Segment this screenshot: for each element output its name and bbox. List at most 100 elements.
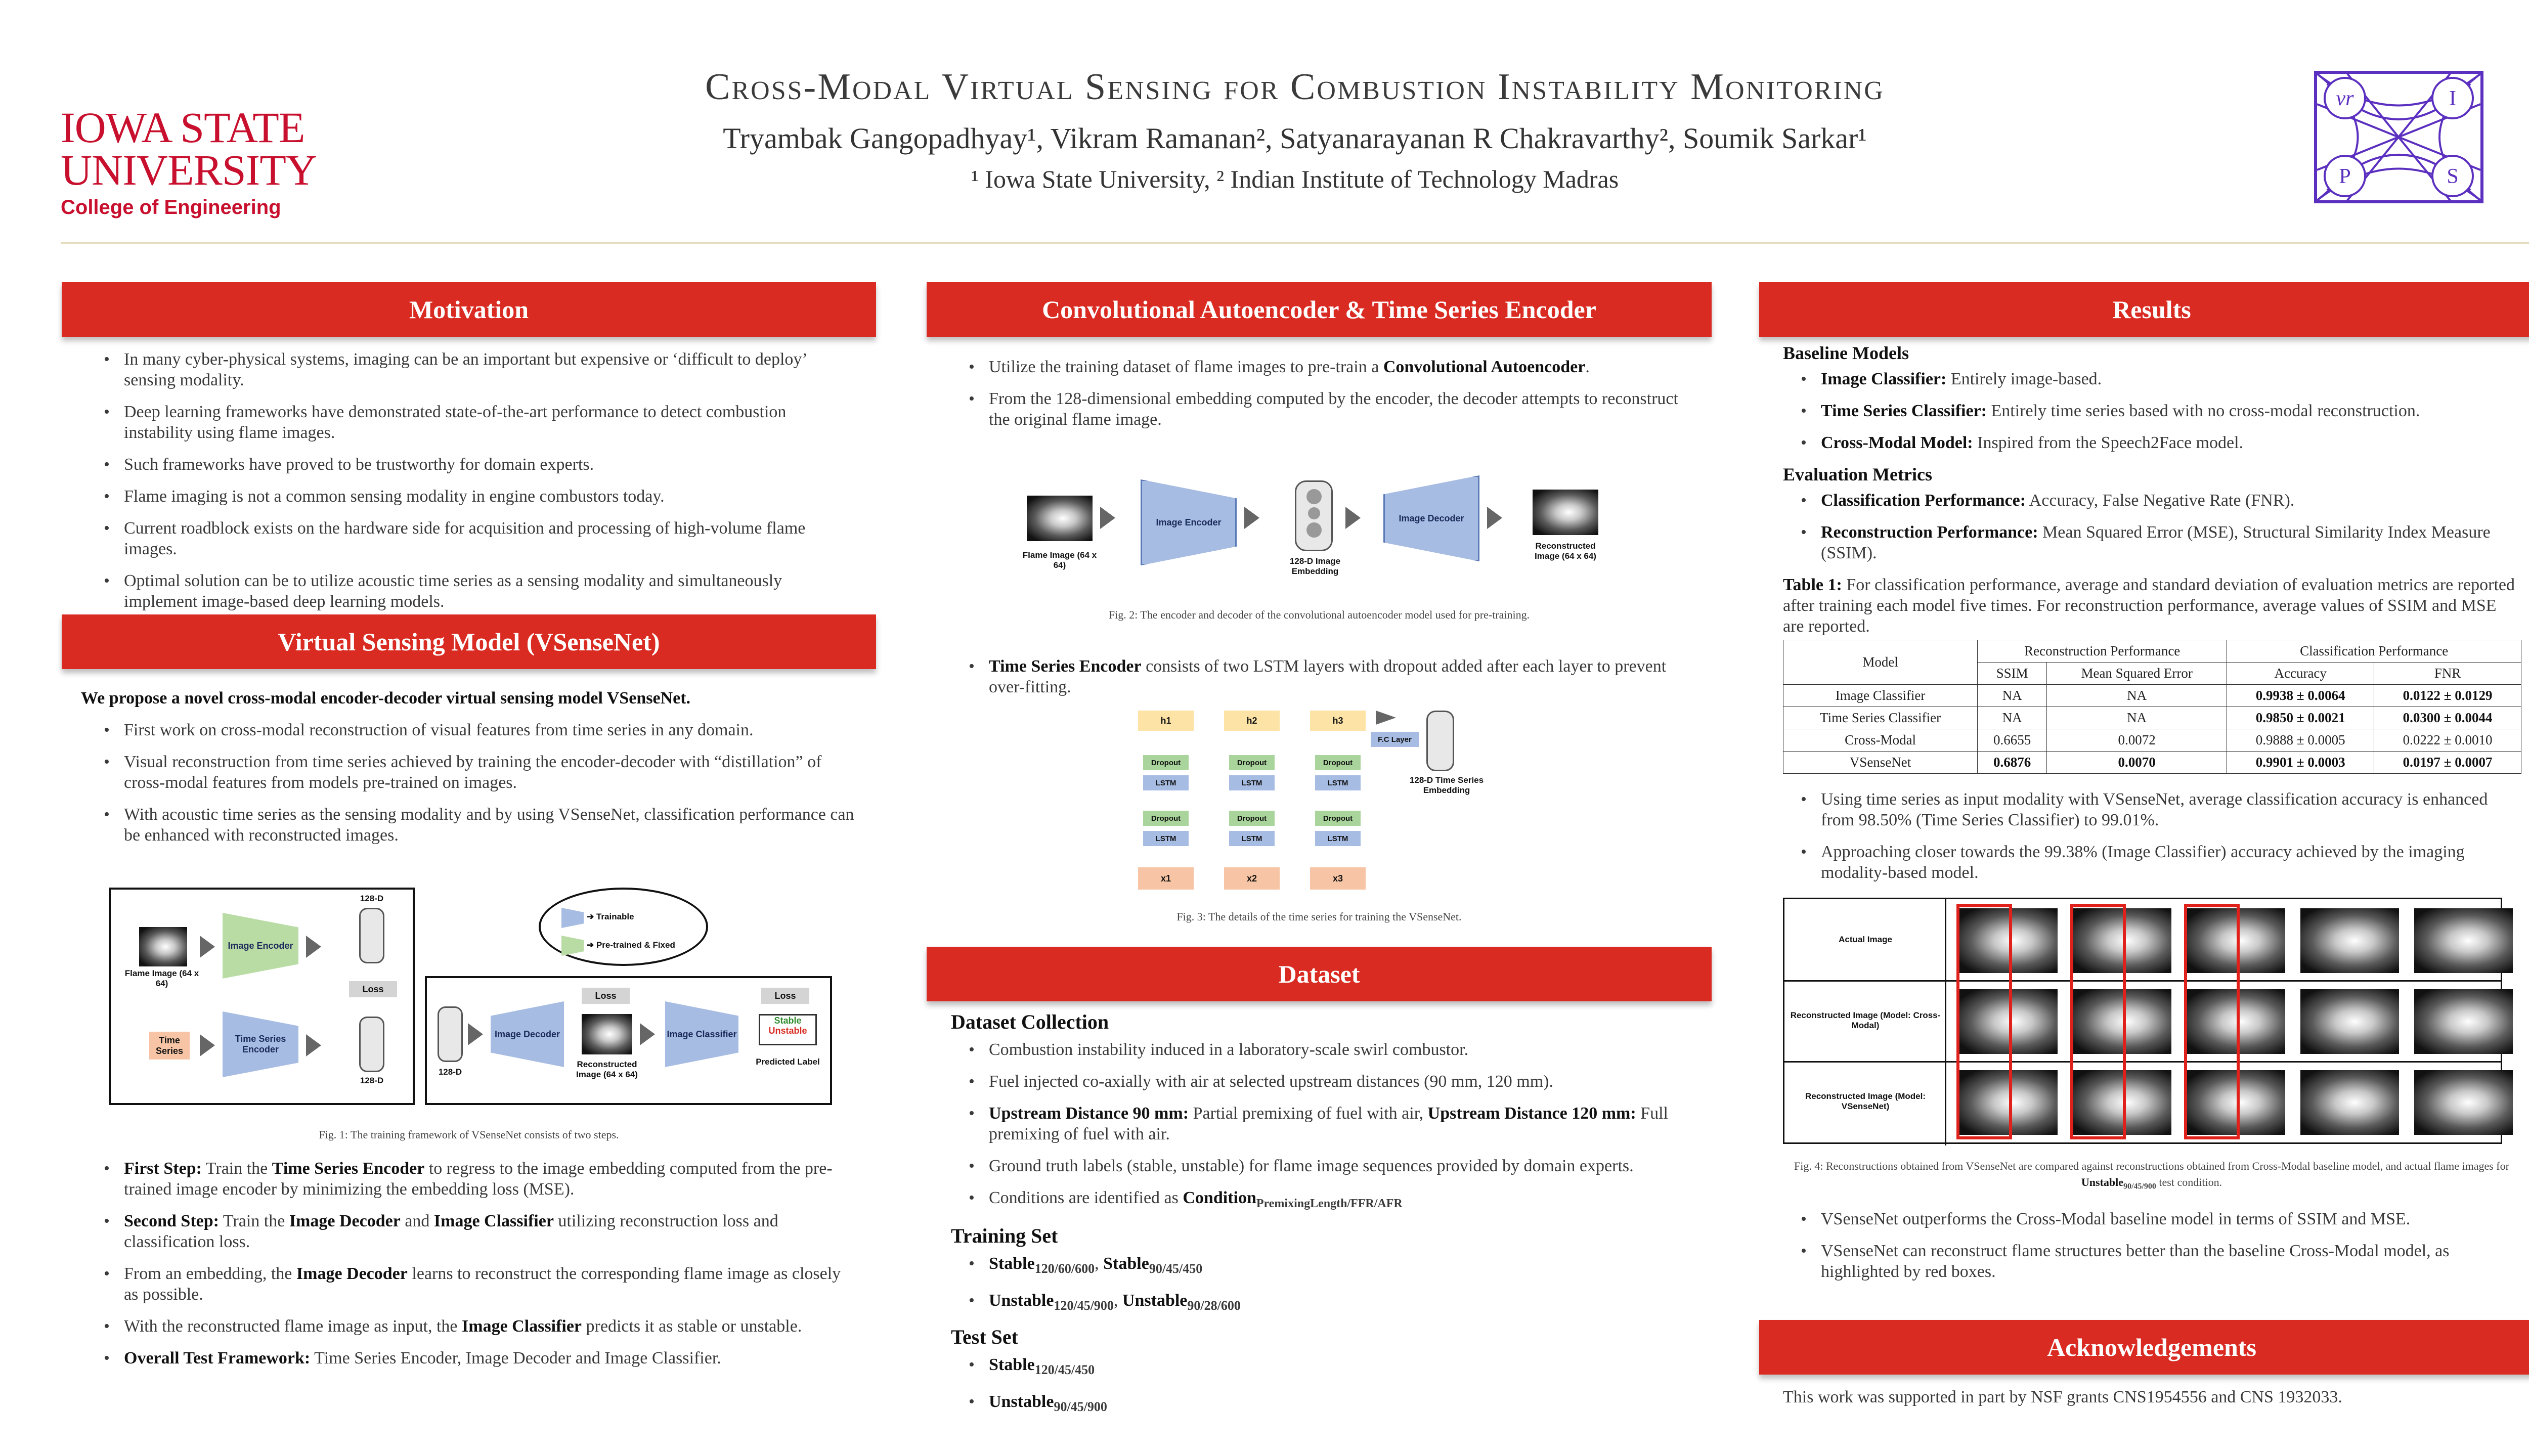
fig2-reconstructed-label: Reconstructed Image (64 x 64) [1535,541,1596,561]
fig4-highlight-box [1956,904,2012,1139]
test-label: Unstable [989,1392,1054,1411]
fig1-embedding-top [359,908,384,963]
fig4-flame-thumbnail [2187,989,2285,1054]
fig3-lstm: LSTM [1143,831,1189,846]
baseline-text: Inspired from the Speech2Face model. [1973,433,2244,452]
cell-model: Image Classifier [1782,684,1978,707]
vsense-item: Visual reconstruction from time series a… [104,752,860,793]
dataset-collection-list: Combustion instability induced in a labo… [969,1039,1694,1214]
logo-letter-s: S [2447,165,2458,188]
baseline-bold: Image Classifier: [1821,370,1947,388]
fig4-flame-thumbnail [1959,989,2058,1054]
fig3-h1: h1 [1138,711,1194,731]
cell-mse: 0.0072 [2046,729,2228,752]
test-item: Unstable90/45/900 [969,1391,1694,1417]
table-header-row: Model Reconstruction Performance Classif… [1782,640,2521,685]
logo-letter-v: νr [2336,87,2354,110]
vsense-section: We propose a novel cross-modal encoder-d… [81,688,860,857]
cell-acc: 0.9888 ± 0.0005 [2227,729,2375,752]
step-text: to regress to the image embedding comput… [124,1159,833,1199]
after-table-list: Using time series as input modality with… [1801,789,2521,883]
cae-bold: Convolutional Autoencoder [1383,358,1586,376]
fig4-row-divider [1784,980,2501,982]
dataset-bold: Upstream Distance 120 mm: [1427,1104,1636,1123]
vsense-list: First work on cross-modal reconstruction… [104,720,860,846]
step-bold: Image Decoder [289,1212,401,1230]
step-text: Train the [201,1159,272,1178]
test-set-list: Stable120/45/450 Unstable90/45/900 [969,1354,1694,1417]
fig4-flame-thumbnail [2073,1070,2171,1135]
fig1-arrow [306,936,321,958]
fig1-arrow [468,1023,483,1045]
fig1-step1-box [109,888,415,1105]
logo-line-1: IOWA STATE [61,103,305,152]
cae-section: Utilize the training dataset of flame im… [969,357,1692,441]
poster-authors: Tryambak Gangopadhyay¹, Vikram Ramanan²,… [723,122,1867,155]
baseline-item: Image Classifier: Entirely image-based. [1801,369,2521,389]
cell-model: Cross-Modal [1782,729,1978,752]
motivation-item: In many cyber-physical systems, imaging … [104,349,852,390]
fig1-legend-fixed-text: Pre-trained & Fixed [596,940,675,950]
cell-mse: NA [2046,684,2228,707]
vsense-steps-list: First Step: Train the Time Series Encode… [104,1158,852,1369]
test-set-title: Test Set [951,1326,1018,1349]
fig1-arrow [640,1023,655,1045]
ack-heading: Acknowledgements [1759,1320,2529,1375]
fig4-flame-thumbnail [2300,989,2399,1054]
figure-4: Actual Image Reconstructed Image (Model:… [1783,898,2513,1145]
ts-encoder-item: Time Series Encoder consists of two LSTM… [969,656,1692,697]
fig1-arrow [200,936,215,958]
results-final: VSenseNet outperforms the Cross-Modal ba… [1801,1209,2521,1293]
fig3-dropout: Dropout [1229,755,1275,770]
vips-logo-graphic: νr I P S [2316,73,2481,201]
training-label: Unstable [989,1291,1054,1310]
dataset-bold: Upstream Distance 90 mm: [989,1104,1189,1123]
results-final-item: VSenseNet can reconstruct flame structur… [1801,1241,2521,1282]
after-table-item: Using time series as input modality with… [1801,789,2521,830]
poster-affiliations: ¹ Iowa State University, ² Indian Instit… [971,165,1619,193]
fig1-arrow [306,1034,321,1056]
fig2-embedding [1295,480,1333,551]
fig4-caption-text: Fig. 4: Reconstructions obtained from VS… [1794,1160,2509,1172]
cell-mse: NA [2046,707,2228,729]
header-divider [61,242,2529,244]
dataset-item: Combustion instability induced in a labo… [969,1039,1694,1060]
vsense-heading: Virtual Sensing Model (VSenseNet) [62,614,876,669]
motivation-item: Such frameworks have proved to be trustw… [104,454,852,475]
fig3-embedding-label: 128-D Time Series Embedding [1409,775,1484,795]
fig4-caption-bold: Unstable [2081,1176,2124,1188]
baseline-text: Entirely image-based. [1946,370,2102,388]
cell-fnr: 0.0222 ± 0.0010 [2374,729,2521,752]
fig1-flame-image [139,927,187,966]
fig1-arrow [200,1034,215,1056]
results-table: Model Reconstruction Performance Classif… [1782,640,2521,774]
step-item: From an embedding, the Image Decoder lea… [104,1263,852,1305]
fig4-flame-thumbnail [2414,989,2513,1054]
table-row: Image Classifier NA NA 0.9938 ± 0.0064 0… [1782,684,2521,707]
fig1-loss-3: Loss [761,988,809,1004]
th-fnr: FNR [2374,662,2521,685]
baseline-bold: Cross-Modal Model: [1821,433,1973,452]
fig1-reconstructed-image [582,1014,632,1054]
vsense-item: First work on cross-modal reconstruction… [104,720,860,740]
results-heading: Results [1759,282,2529,337]
table-caption-label: Table 1: [1783,576,1842,594]
vips-lab-logo: νr I P S [2314,71,2483,203]
fig1-reconstructed-label: Reconstructed Image (64 x 64) [576,1060,638,1079]
cell-ssim: 0.6655 [1977,729,2047,752]
baseline-title: Baseline Models [1783,343,1909,363]
training-set-list: Stable120/60/600, Stable90/45/450 Unstab… [969,1253,1694,1316]
fig1-loss: Loss [349,981,397,997]
cell-ssim: NA [1977,707,2047,729]
poster-title: Cross-Modal Virtual Sensing for Combusti… [705,66,1885,108]
fig4-flame-thumbnail [2414,908,2513,973]
ts-encoder-section: Time Series Encoder consists of two LSTM… [969,656,1692,709]
fig1-legend-trainable-text: Trainable [596,912,634,921]
training-item: Stable120/60/600, Stable90/45/450 [969,1253,1694,1279]
fig1-legend-trainable: ➔ Trainable [587,912,634,921]
logo-line-2: UNIVERSITY [61,146,317,194]
metrics-bold: Classification Performance: [1821,491,2026,510]
fig2-reconstructed-image [1533,490,1598,535]
fig2-arrow [1244,507,1259,529]
dataset-bold: Condition [1183,1188,1256,1207]
